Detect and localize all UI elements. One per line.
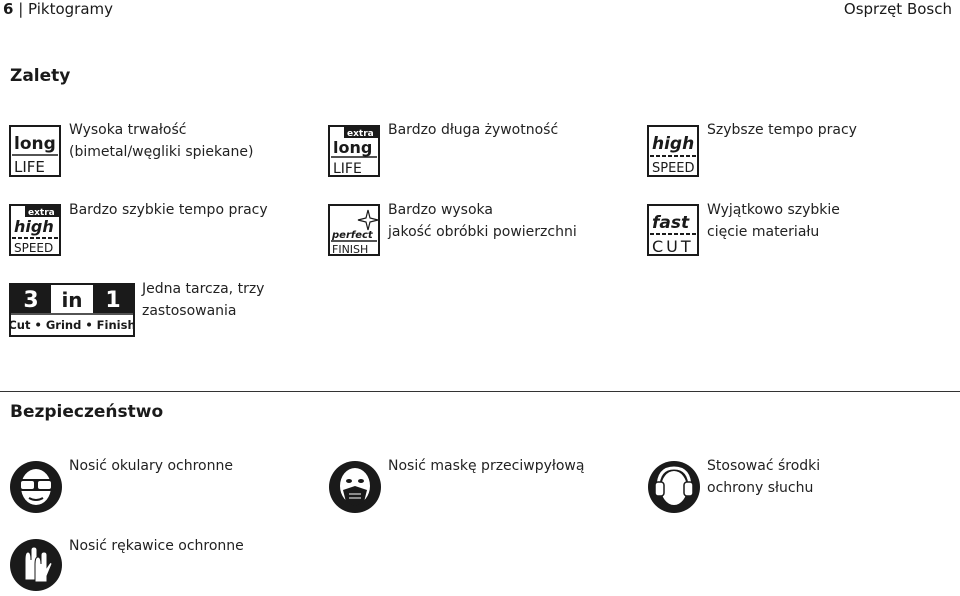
advantage-text: Bardzo szybkie tempo pracy — [69, 202, 268, 218]
safety-text: Nosić maskę przeciwpyłową — [388, 458, 585, 474]
advantages-title: Zalety — [10, 66, 71, 86]
icon-text: in — [61, 288, 82, 312]
icon-text: long — [14, 134, 56, 154]
icon-text: high — [14, 217, 54, 236]
icon-text: high — [652, 134, 694, 154]
brand-label: Osprzęt Bosch — [843, 0, 952, 18]
advantage-text: Szybsze tempo pracy — [707, 122, 857, 138]
icon-text: extra — [28, 208, 55, 218]
safety-text: Nosić rękawice ochronne — [69, 538, 244, 554]
icon-text: CUT — [652, 237, 694, 256]
icon-text: extra — [347, 129, 374, 139]
icon-text: SPEED — [652, 161, 695, 176]
gloves-icon — [9, 538, 63, 592]
page-header-left: 6 | Piktogramy — [3, 0, 114, 18]
icon-text: fast — [652, 213, 690, 233]
perfect-finish-icon: perfect FINISH — [328, 204, 380, 256]
safety-text: Nosić okulary ochronne — [69, 458, 233, 474]
safety-text: Stosować środki ochrony słuchu — [707, 458, 821, 496]
dust-mask-icon — [328, 460, 382, 514]
advantage-text: Bardzo długa żywotność — [388, 122, 559, 138]
icon-text: long — [333, 138, 372, 157]
icon-text: perfect — [331, 230, 374, 241]
three-in-one-icon: 3 in 1 Cut • Grind • Finish — [9, 283, 135, 337]
ear-protection-icon — [647, 460, 701, 514]
extra-high-speed-icon: extra high SPEED — [9, 204, 61, 256]
extra-long-life-icon: extra long LIFE — [328, 125, 380, 177]
icon-text: SPEED — [14, 241, 53, 255]
page-number: 6 — [3, 0, 14, 18]
icon-text: 3 — [23, 288, 38, 313]
advantage-text: Wysoka trwałość (bimetal/węgliki spiekan… — [69, 122, 254, 160]
long-life-icon: long LIFE — [9, 125, 61, 177]
safety-title: Bezpieczeństwo — [10, 402, 164, 422]
icon-text: LIFE — [14, 158, 45, 176]
advantage-text: Wyjątkowo szybkie cięcie materiału — [707, 202, 840, 240]
high-speed-icon: high SPEED — [647, 125, 699, 177]
safety-goggles-icon — [9, 460, 63, 514]
icon-text: Cut • Grind • Finish — [9, 318, 135, 332]
icon-text: LIFE — [333, 161, 362, 177]
advantage-text: Bardzo wysoka jakość obróbki powierzchni — [388, 202, 577, 240]
section-name: Piktogramy — [28, 0, 114, 18]
icon-text: FINISH — [332, 243, 368, 256]
icon-text: 1 — [105, 288, 120, 313]
section-divider — [0, 391, 960, 392]
advantage-text: Jedna tarcza, trzy zastosowania — [142, 281, 265, 319]
fast-cut-icon: fast CUT — [647, 204, 699, 256]
